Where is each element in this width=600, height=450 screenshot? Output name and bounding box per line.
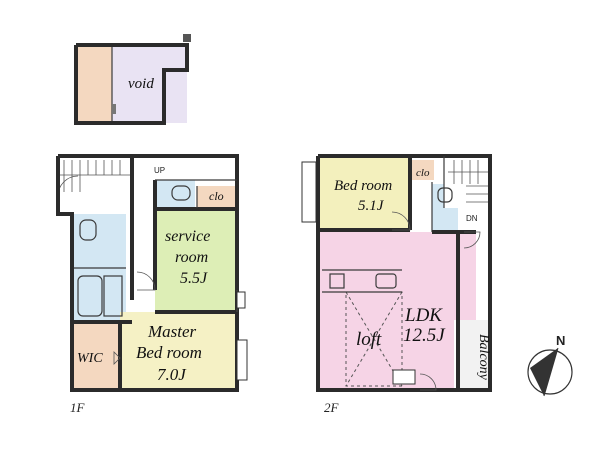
loft-level: void [74,34,191,125]
clo-2f-label: clo [416,167,430,179]
toilet-area-1f [155,180,195,208]
basin-1f [79,219,97,241]
loft-wall [74,43,189,125]
ldk-2f [318,232,454,390]
balcony [458,320,490,390]
door-swing-2f-bath [463,231,481,249]
master-bedroom [120,312,237,390]
loft-corner-mark [183,34,191,42]
ldk-label: LDK [404,305,443,326]
loft-label: loft [356,329,382,350]
wic [72,322,120,390]
void-area [112,45,187,123]
north-compass: N [527,333,573,397]
clo-1f-label: clo [209,189,224,203]
stair-1f [58,156,132,196]
service-room [155,209,237,312]
floor-1-label: 1F [70,400,86,415]
north-label: N [556,333,565,348]
floor-1: UP clo service room 5.5J Master Bed room… [56,154,248,415]
toilet-1f [171,185,191,201]
up-label: UP [154,166,165,175]
bedroom-label: Bed room [334,178,392,194]
ldk-size: 12.5J [403,325,446,346]
wall-1f-outer [56,154,239,392]
clo-1f-area [197,186,237,208]
west-window-2f [301,161,317,223]
door-swing-service [136,271,156,291]
bath-1f [74,214,126,324]
clo-2f-area [412,160,434,180]
bedroom-2f [318,156,410,228]
master-label-2: Bed room [136,343,202,362]
balcony-label: Balcony [476,334,491,381]
dn-label: DN [466,214,478,223]
wic-door-arrow [113,351,121,365]
loft-wood-area [76,45,112,123]
door-swing-2f-south [419,373,437,391]
floor-2-label: 2F [324,400,340,415]
wall-2f-outer [316,154,492,392]
window-1f-right [236,291,246,309]
service-label-2: room [175,249,208,266]
bedroom-size: 5.1J [358,198,385,214]
service-label-1: service [165,228,210,245]
master-size: 7.0J [157,365,187,384]
sink-2f [375,273,397,289]
washer-1f [103,275,123,317]
void-label: void [128,76,154,92]
loft-ladder-mark [112,104,116,114]
door-swing-bed [391,211,411,231]
wic-label: WIC [77,351,103,366]
floor-2: Bed room 5.1J clo DN LDK 12.5J loft Balc… [301,154,492,415]
loft-ladder [392,369,416,385]
master-label-1: Master [147,322,197,341]
window-1f-bottom [236,339,248,381]
compass-needle-fill [530,348,558,396]
service-size: 5.5J [180,270,208,287]
stair-lines-2f [448,160,488,203]
cooktop-2f [329,273,345,289]
toilet-2f [437,187,453,203]
bathtub-1f [77,275,103,317]
